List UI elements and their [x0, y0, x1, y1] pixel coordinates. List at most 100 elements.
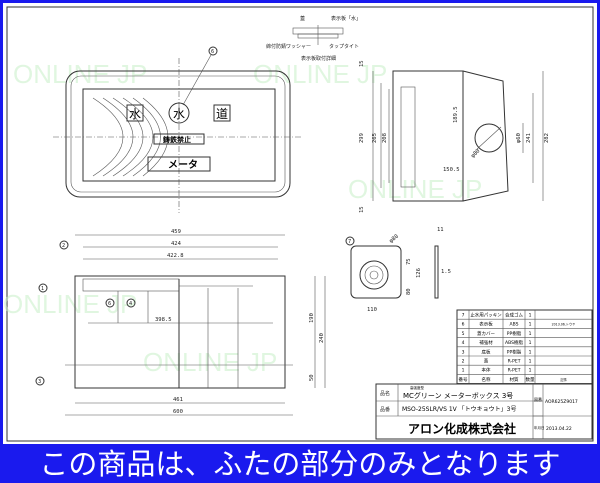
table-cell: 蓋	[484, 358, 489, 365]
table-row: 4 補強材 ABS樹脂 1	[462, 339, 532, 346]
name-label: 品名	[380, 390, 390, 397]
dim-label: 126	[416, 268, 422, 278]
drawing-date: 2013.04.22	[546, 426, 572, 432]
callouts: 2 1 3 6 4	[35, 240, 136, 386]
lid-mark-meter: メータ	[168, 159, 198, 171]
table-cell: 補強材	[479, 339, 493, 346]
lid-mark-notice: 鋳鉄禁止	[162, 135, 191, 144]
callout-4: 4	[129, 301, 132, 307]
name-sub: 高強度型	[410, 385, 424, 390]
drawing-number: AOR625Z9017	[545, 399, 578, 405]
table-cell: R-PET	[508, 359, 521, 365]
dim-label: 150.5	[443, 167, 460, 173]
dim-label: 424	[171, 241, 182, 247]
company-name: アロン化成株式会社	[408, 421, 516, 436]
dim-label: 15	[359, 60, 365, 67]
table-cell: PP樹脂	[507, 330, 522, 337]
dim-label: 459	[171, 229, 181, 235]
table-cell: 名称	[482, 376, 491, 383]
dim-label: 265	[372, 133, 378, 143]
dim-label: 600	[173, 409, 183, 415]
drawing-canvas: ONLINE JP ONLINE JP ONLINE JP ONLINE JP …	[3, 6, 594, 442]
table-cell: 1	[529, 349, 532, 355]
dim-label: 1.5	[441, 269, 451, 275]
watermark: ONLINE JP	[3, 289, 137, 319]
technical-drawing-sheet: ONLINE JP ONLINE JP ONLINE JP ONLINE JP …	[3, 3, 597, 444]
dim-label: 422.8	[167, 253, 184, 259]
table-cell: PP樹脂	[507, 348, 522, 355]
date-label: 年月日	[534, 425, 545, 430]
table-cell: 底板	[482, 348, 491, 355]
watermark: ONLINE JP	[143, 347, 277, 377]
table-cell: 6	[462, 322, 465, 328]
sheet-border	[6, 6, 594, 442]
product-code: MSO-25SLR/VS 1V 「トウキョウト」3号	[402, 405, 516, 413]
table-cell: ABS	[510, 322, 519, 328]
table-cell: 1	[462, 368, 465, 374]
table-cell: 7	[462, 313, 465, 319]
table-cell: 2013.06.トウヤ	[552, 322, 576, 327]
table-cell: 本体	[482, 367, 491, 374]
table-cell: 1	[529, 313, 532, 319]
product-name: MCグリーン メーターボックス 3号	[403, 391, 513, 400]
table-cell: 蓋カバー	[477, 330, 495, 337]
table-cell: 4	[462, 340, 465, 346]
side-section-view: 459 424 422.8 398.5 190 240 50 461 600 2…	[35, 229, 326, 416]
table-cell: ABS樹脂	[505, 339, 523, 346]
detail-label-lid: 蓋	[300, 15, 305, 22]
dim-label: 190	[309, 313, 315, 323]
table-cell: 5	[462, 331, 465, 337]
table-cell: 合成ゴム	[505, 312, 523, 319]
detail-label-washer: 締付防錆ワッシャー	[266, 43, 311, 50]
detail-label-plate: 表示板「水」	[331, 15, 361, 22]
table-cell: 1	[529, 340, 532, 346]
lid-mark-water: 水	[129, 107, 141, 121]
watermark: ONLINE JP	[253, 59, 387, 89]
table-cell: 材質	[510, 376, 519, 383]
dim-label: 299	[359, 133, 365, 143]
table-cell: 番号	[459, 376, 468, 383]
table-cell: 1	[529, 322, 532, 328]
detail-label-screw: タップタイト	[329, 43, 359, 50]
dim-label: 208	[382, 133, 388, 143]
dim-label: 241	[526, 133, 532, 143]
part-7-packing-view: 7 φ80 11 1.5 75 126 80 110	[345, 227, 451, 313]
dim-label: 11	[437, 227, 444, 233]
table-cell: 数量	[526, 376, 535, 383]
callout-3: 3	[38, 379, 41, 385]
callout-2: 2	[62, 243, 65, 249]
dim-label: φ60	[516, 133, 522, 143]
dim-label: 282	[544, 133, 550, 143]
parts-table: 7 止水用パッキン合成ゴム 1 6 表示板 ABS 1 2013.06.トウヤ 5 蓋カバー PP樹…	[456, 309, 593, 385]
dim-label: 461	[173, 397, 183, 403]
dim-label: φ80	[470, 148, 481, 159]
dim-label: 189.5	[453, 106, 459, 123]
dim-label: 110	[367, 307, 377, 313]
callout-1: 1	[41, 286, 44, 292]
table-row: 6 表示板 ABS 1 2013.06.トウヤ	[462, 321, 576, 328]
drawing-no-label: 図番	[534, 396, 542, 402]
table-cell: 止水用パッキン	[470, 312, 502, 319]
detail-caption: 表示板取付詳細	[301, 55, 336, 62]
callout-7: 7	[348, 239, 351, 245]
table-cell: 1	[529, 359, 532, 365]
code-label: 品番	[380, 406, 390, 413]
callout-6: 6	[108, 301, 111, 307]
lid-plan-view: 水 水 道 鋳鉄禁止 メータ 6	[53, 46, 303, 213]
dim-label: 75	[406, 258, 412, 265]
dim-label: 240	[319, 333, 325, 343]
table-cell: 2	[462, 359, 465, 365]
table-row: 2 蓋 R-PET 1	[462, 358, 532, 365]
title-block: 品名 高強度型 MCグリーン メーターボックス 3号 品番 MSO-25SLR/…	[375, 383, 593, 440]
dim-label: 80	[406, 288, 412, 295]
plate-fixing-detail: 蓋 表示板「水」 締付防錆ワッシャー タップタイト 表示板取付詳細	[266, 15, 361, 62]
lid-mark-road: 道	[216, 107, 228, 121]
dim-label: φ80	[388, 234, 399, 245]
table-cell: 表示板	[479, 321, 493, 328]
lid-mark-water: 水	[173, 107, 185, 121]
table-row: 7 止水用パッキン合成ゴム 1	[462, 312, 532, 319]
table-cell: 1	[529, 331, 532, 337]
